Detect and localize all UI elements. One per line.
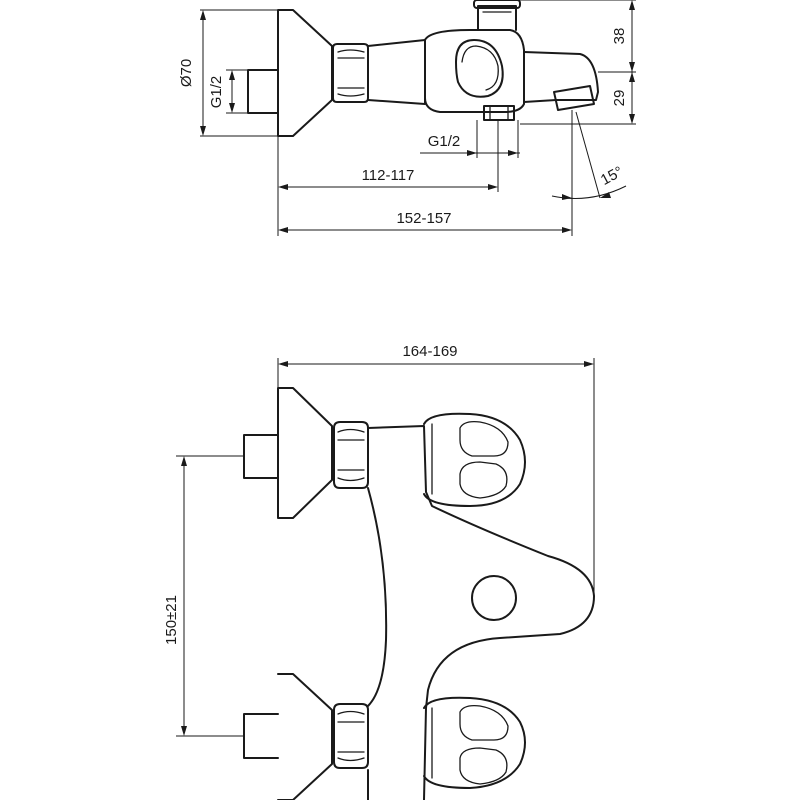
dim-inlet-thread: G1/2 [208,76,225,109]
top-view-dimensions: 164-169 150±21 [163,343,595,737]
dim-height-upper: 38 [611,28,628,45]
dim-center-distance: 150±21 [163,595,180,645]
side-valve-handle [455,39,504,98]
top-valve-handle-lower [423,696,526,789]
side-escutcheon [277,9,333,137]
top-valve-handle-upper [423,412,526,507]
top-hex-nut-lower [333,703,369,769]
side-body-connector [367,39,426,105]
side-bottom-outlet [483,105,515,121]
top-inlet-stub-lower [243,713,279,759]
dim-inlet-to-outlet: 112-117 [362,167,415,184]
side-spout [523,51,599,103]
top-mixer-body [367,425,595,800]
top-hex-nut-upper [333,421,369,489]
top-escutcheon-lower [277,673,333,800]
side-view-dimensions: Ø70 G1/2 38 29 G1/2 112-117 [178,0,636,236]
dim-overall-depth: 152-157 [396,210,451,227]
top-view [243,387,595,800]
side-view [247,0,599,137]
side-inlet-stub [247,69,279,114]
side-valve-body [424,29,525,113]
side-aerator [553,85,595,111]
dim-outlet-thread: G1/2 [428,133,461,150]
top-escutcheon-upper [277,387,333,519]
dim-diameter: Ø70 [178,59,195,87]
dim-spout-angle: 15° [598,163,626,189]
top-inlet-stub-upper [243,434,279,479]
dim-overall-width: 164-169 [402,343,457,360]
side-diverter-knob [477,5,517,31]
dim-height-lower: 29 [611,90,628,107]
side-hex-nut [332,43,369,103]
top-spout-bore [471,575,517,621]
